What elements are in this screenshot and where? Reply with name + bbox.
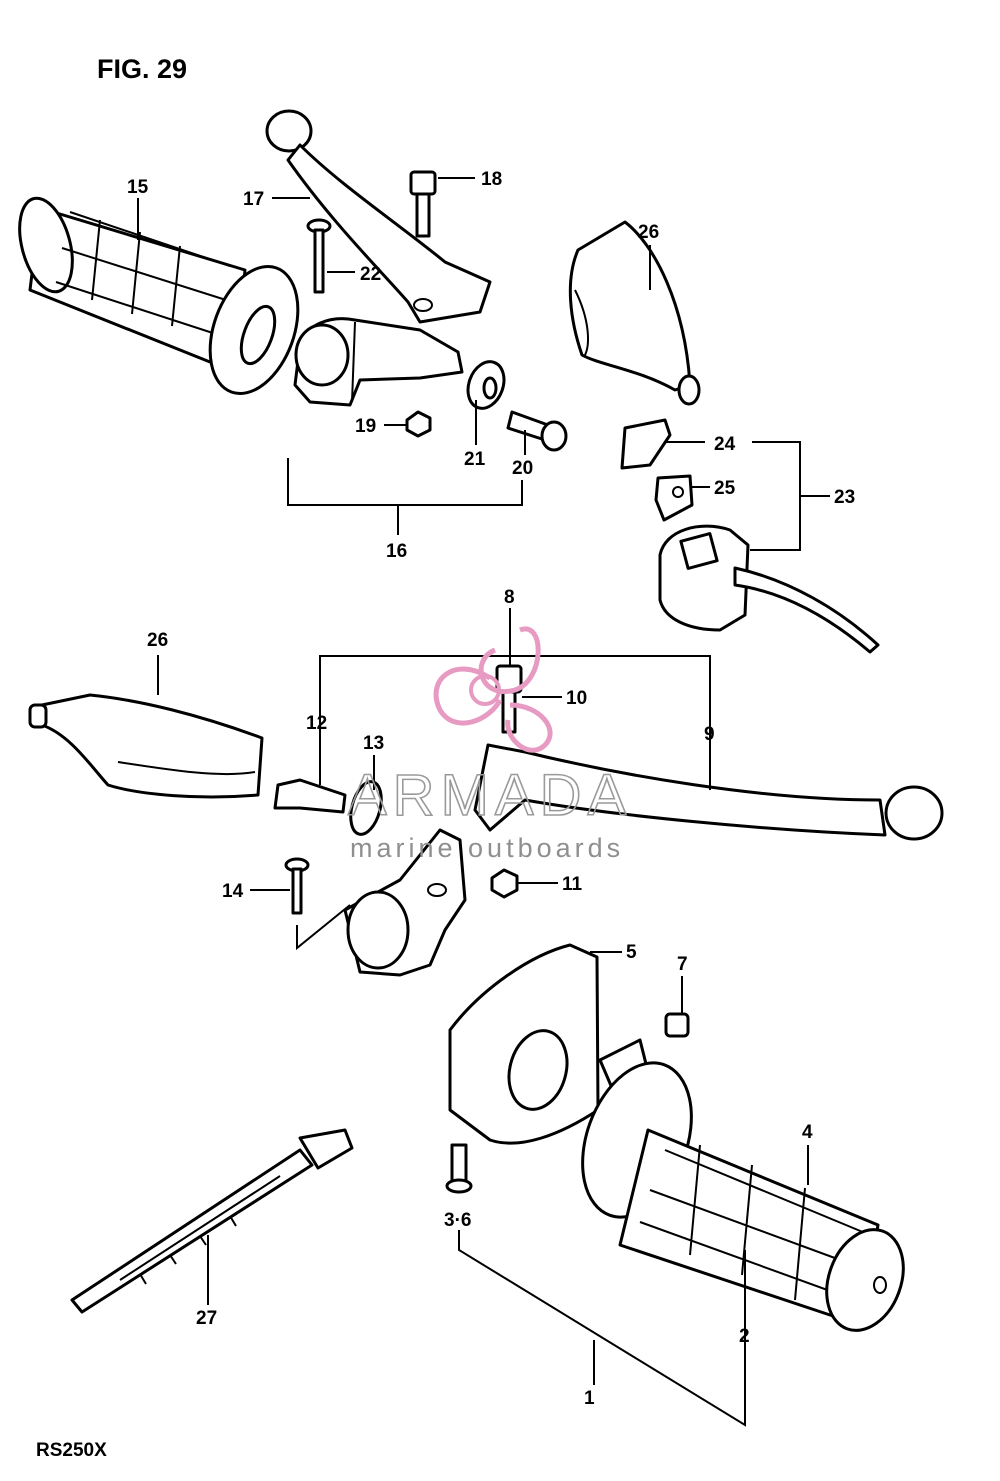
watermark-tagline: marine outboards bbox=[350, 833, 624, 863]
part-label-25: 25 bbox=[714, 478, 736, 499]
part-label-15: 15 bbox=[127, 177, 149, 198]
part-label-22: 22 bbox=[360, 264, 381, 285]
model-code: RS250X bbox=[36, 1440, 107, 1461]
switch-button-icon bbox=[620, 418, 672, 470]
part-label-9: 9 bbox=[704, 724, 715, 745]
throttle-housing-icon bbox=[448, 943, 600, 1145]
nut-icon bbox=[490, 868, 519, 899]
brake-lever-icon bbox=[473, 743, 944, 841]
part-label-12: 12 bbox=[306, 713, 327, 734]
handlebar-grip-icon bbox=[581, 1038, 905, 1332]
screw-icon bbox=[409, 170, 437, 238]
part-label-19: 19 bbox=[355, 416, 376, 437]
part-label-1: 1 bbox=[584, 1388, 595, 1409]
adjuster-washer-icon bbox=[466, 360, 506, 410]
part-label-8: 8 bbox=[504, 587, 515, 608]
handlebar-grip-icon bbox=[18, 196, 300, 396]
watermark: ARMADA marine outboards bbox=[347, 626, 632, 863]
part-label-4: 4 bbox=[802, 1122, 813, 1143]
switch-housing-icon bbox=[658, 524, 880, 654]
part-label-11: 11 bbox=[562, 874, 583, 895]
part-label-7: 7 bbox=[677, 954, 688, 975]
lever-cover-icon bbox=[28, 693, 264, 799]
part-label-21: 21 bbox=[464, 449, 486, 470]
part-label-16: 16 bbox=[386, 541, 407, 562]
part-label-17: 17 bbox=[243, 189, 264, 210]
lever-cover-icon bbox=[568, 220, 701, 406]
watermark-logo-icon bbox=[433, 626, 553, 753]
part-label-5: 5 bbox=[626, 942, 637, 963]
adjuster-bolt-icon bbox=[273, 778, 347, 814]
cable-tie-icon bbox=[70, 1128, 354, 1314]
clutch-lever-icon bbox=[265, 109, 492, 324]
part-label-2: 2 bbox=[739, 1326, 750, 1347]
screw-icon bbox=[445, 1143, 473, 1194]
part-label-14: 14 bbox=[222, 881, 244, 902]
brake-bracket-icon bbox=[343, 828, 467, 977]
part-label-20: 20 bbox=[512, 458, 533, 479]
screw-icon bbox=[284, 857, 310, 915]
part-labels: 1 2 3·6 4 5 7 8 9 10 11 12 13 14 15 16 1… bbox=[127, 169, 855, 1409]
screw-icon bbox=[306, 218, 332, 294]
adjuster-washer-icon bbox=[349, 780, 383, 836]
nut-icon bbox=[405, 410, 432, 438]
part-label-26-lower: 26 bbox=[147, 630, 168, 651]
leader-lines bbox=[137, 177, 830, 1427]
clutch-bracket-icon bbox=[293, 317, 464, 407]
switch-plate-icon bbox=[654, 474, 694, 522]
part-label-24: 24 bbox=[714, 434, 736, 455]
part-label-3-6: 3·6 bbox=[444, 1210, 471, 1231]
part-label-13: 13 bbox=[363, 733, 384, 754]
cap-icon bbox=[664, 1012, 690, 1038]
watermark-brand: ARMADA bbox=[348, 763, 632, 828]
part-label-18: 18 bbox=[481, 169, 502, 190]
part-label-23: 23 bbox=[834, 487, 855, 508]
part-label-10: 10 bbox=[566, 688, 587, 709]
part-label-26-upper: 26 bbox=[638, 222, 659, 243]
figure-title: FIG. 29 bbox=[97, 54, 187, 84]
adjuster-bolt-icon bbox=[506, 410, 568, 452]
part-label-27: 27 bbox=[196, 1308, 217, 1329]
